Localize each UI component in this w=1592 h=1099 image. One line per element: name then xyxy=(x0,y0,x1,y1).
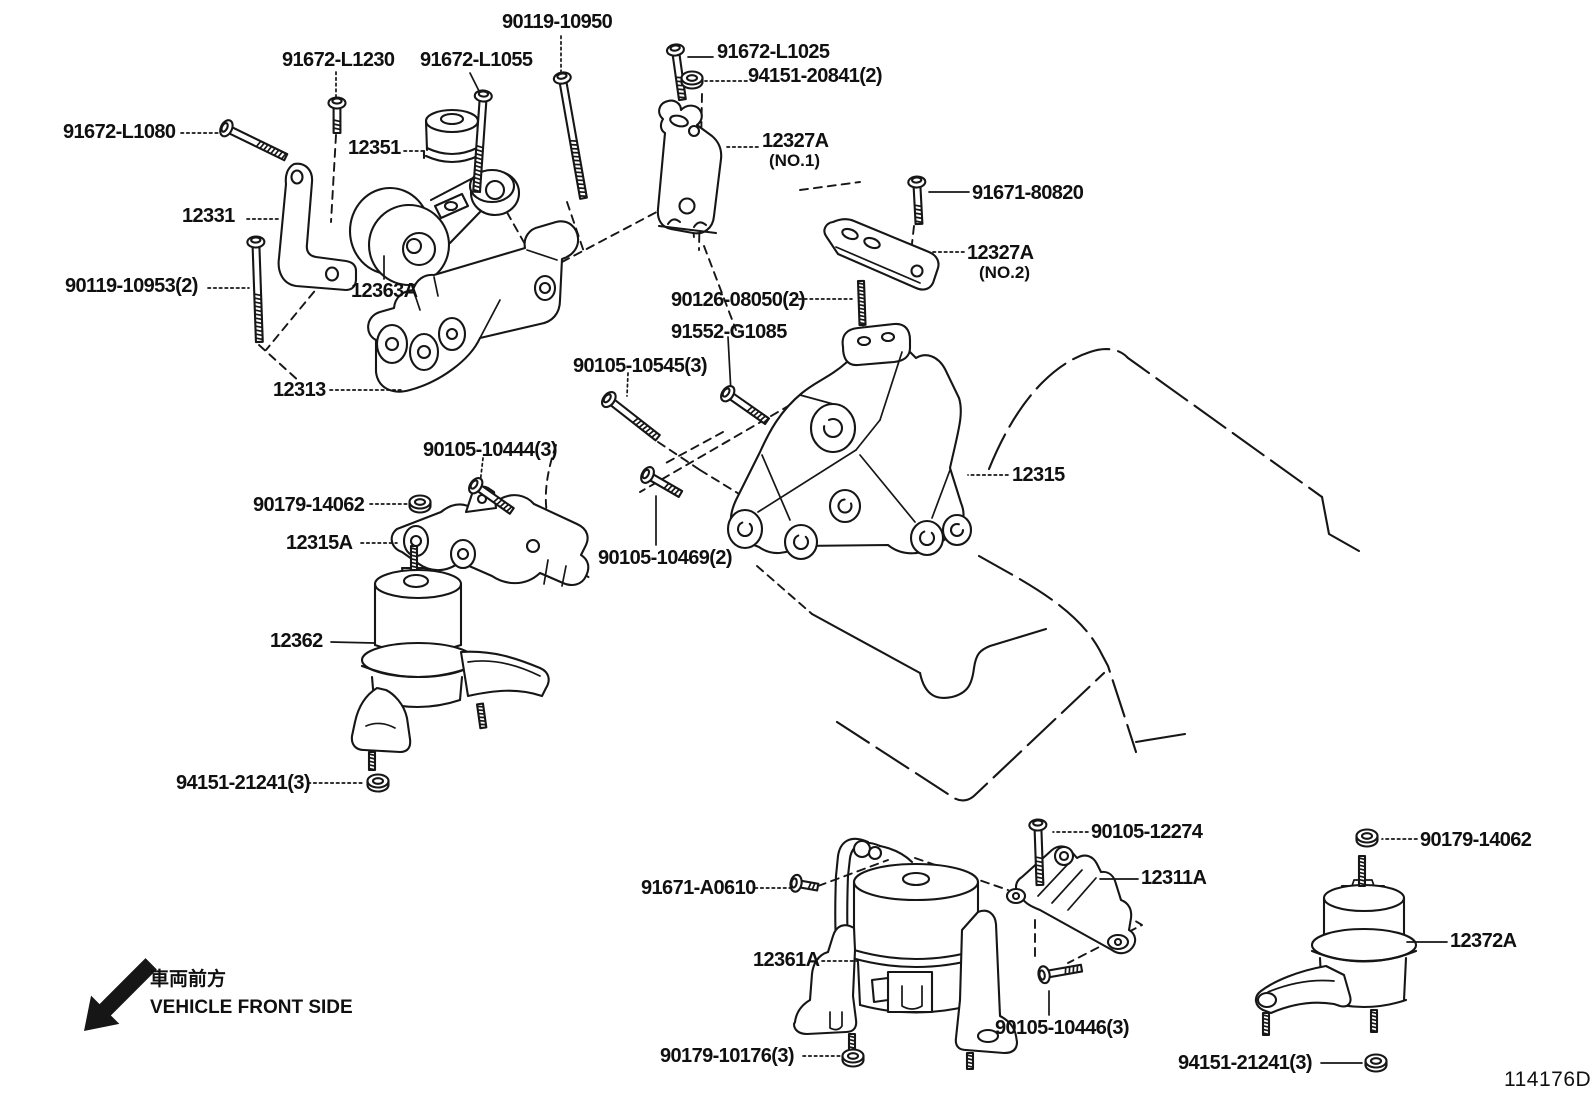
leader-line xyxy=(727,336,732,394)
part-number-label-91552-g1085: 91552-G1085 xyxy=(671,321,787,343)
part-number-label-90179-10176: 90179-10176(3) xyxy=(660,1045,795,1067)
part-number-label-12315: 12315 xyxy=(1012,464,1065,486)
phantom-line xyxy=(258,344,301,383)
phantom-line xyxy=(566,201,585,253)
part-number-label-94151-21241-right: 94151-21241(3) xyxy=(1178,1052,1313,1074)
part-number-label-90105-10545: 90105-10545(3) xyxy=(573,355,708,377)
part-number-label-12313: 12313 xyxy=(273,379,326,401)
part-number-label-91671-80820: 91671-80820 xyxy=(972,182,1084,204)
bolt-icon xyxy=(1037,963,1084,985)
phantom-line xyxy=(657,441,701,471)
stud-icon xyxy=(409,544,419,572)
part-number-label-91672-l1055: 91672-L1055 xyxy=(420,49,533,71)
part-number-label-94151-21241-left: 94151-21241(3) xyxy=(176,772,311,794)
nut-icon xyxy=(1355,828,1379,848)
part-number-label-91671-a0610: 91671-A0610 xyxy=(641,877,756,899)
part-number-label-90105-12274: 90105-12274 xyxy=(1091,821,1203,843)
stud-icon xyxy=(1357,854,1367,888)
part-12327a-no2-drawing xyxy=(823,218,940,291)
phantom-line xyxy=(817,859,889,887)
part-12315a-drawing xyxy=(390,485,590,587)
bolt-icon xyxy=(468,477,515,515)
leader-line xyxy=(479,457,484,485)
part-12315-drawing xyxy=(726,322,973,561)
engine-outline xyxy=(544,348,1361,802)
part-number-sub-label-no1: (NO.1) xyxy=(769,151,820,170)
stud-icon xyxy=(367,750,377,772)
bolt-icon xyxy=(665,43,687,102)
nut-icon xyxy=(366,773,390,793)
part-12351-drawing xyxy=(422,108,482,164)
nut-icon xyxy=(841,1048,865,1068)
part-number-label-91672-l1025: 91672-L1025 xyxy=(717,41,830,63)
part-number-label-12311a: 12311A xyxy=(1141,867,1207,889)
part-number-label-12331: 12331 xyxy=(182,205,235,227)
part-number-label-12361a: 12361A xyxy=(753,949,820,971)
part-number-label-90105-10446: 90105-10446(3) xyxy=(995,1017,1130,1039)
bolt-icon xyxy=(327,96,347,135)
bolt-icon xyxy=(219,119,289,162)
part-number-label-12351: 12351 xyxy=(348,137,401,159)
part-12372a-drawing xyxy=(1254,879,1418,1015)
nut-icon xyxy=(680,70,704,90)
phantom-line xyxy=(663,431,724,465)
bolt-icon xyxy=(1028,818,1048,887)
part-number-label-12363a: 12363A xyxy=(351,280,418,302)
part-number-label-90119-10953: 90119-10953(2) xyxy=(65,275,198,297)
bolt-icon xyxy=(246,235,266,344)
drawing-code: 114176D xyxy=(1504,1068,1592,1091)
part-number-label-12315a: 12315A xyxy=(286,532,353,554)
front-note-japanese: 車両前方 xyxy=(150,969,227,990)
fasteners xyxy=(219,43,1388,1073)
phantom-line xyxy=(330,134,337,223)
part-number-label-91672-l1230: 91672-L1230 xyxy=(282,49,395,71)
bolt-icon xyxy=(601,390,661,442)
part-number-label-12372a: 12372A xyxy=(1450,930,1517,952)
phantom-line xyxy=(561,205,669,263)
part-number-label-91672-l1080: 91672-L1080 xyxy=(63,121,176,143)
part-number-label-12327a-no2: 12327A xyxy=(967,242,1034,264)
part-12363a-drawing xyxy=(348,168,521,287)
stud-icon xyxy=(1369,1008,1379,1034)
part-number-sub-label-no2: (NO.2) xyxy=(979,263,1030,282)
leader-line xyxy=(626,372,629,397)
stud-icon xyxy=(965,1051,975,1071)
phantom-line xyxy=(799,181,861,191)
part-number-label-90126-08050: 90126-08050(2) xyxy=(671,289,806,311)
part-number-label-90179-14062-right: 90179-14062 xyxy=(1420,829,1532,851)
bolt-icon xyxy=(640,466,684,498)
part-number-label-94151-20841: 94151-20841(2) xyxy=(748,65,883,87)
bolt-icon xyxy=(472,89,493,194)
stud-icon xyxy=(1261,1011,1271,1037)
bolt-icon xyxy=(552,71,588,200)
phantom-line xyxy=(703,245,737,331)
bolt-icon xyxy=(720,385,771,426)
part-number-label-90105-10444: 90105-10444(3) xyxy=(423,439,558,461)
part-12362-drawing xyxy=(350,566,550,754)
part-number-label-12327a-no1: 12327A xyxy=(762,130,829,152)
bolt-icon xyxy=(789,873,820,893)
part-12361a-drawing xyxy=(792,837,1019,1055)
part-12327a-no1-drawing xyxy=(656,99,723,235)
part-number-label-12362: 12362 xyxy=(270,630,323,652)
vehicle-front-arrow-icon xyxy=(84,958,157,1031)
bolt-icon xyxy=(907,175,927,226)
part-number-label-90119-10950: 90119-10950 xyxy=(502,11,613,33)
part-number-label-90105-10469: 90105-10469(2) xyxy=(598,547,733,569)
stud-icon xyxy=(847,1032,857,1052)
stud-icon xyxy=(856,279,867,327)
part-12311a-drawing xyxy=(1005,845,1137,955)
stud-icon xyxy=(475,702,488,730)
part-number-label-90179-14062-left: 90179-14062 xyxy=(253,494,365,516)
leader-lines xyxy=(180,35,1448,1064)
front-note-english: VEHICLE FRONT SIDE xyxy=(150,997,353,1018)
part-12331-drawing xyxy=(277,162,358,292)
leader-line xyxy=(330,641,375,644)
nut-icon xyxy=(1364,1053,1388,1073)
part-12313-drawing xyxy=(367,220,580,393)
nut-icon xyxy=(408,494,432,514)
